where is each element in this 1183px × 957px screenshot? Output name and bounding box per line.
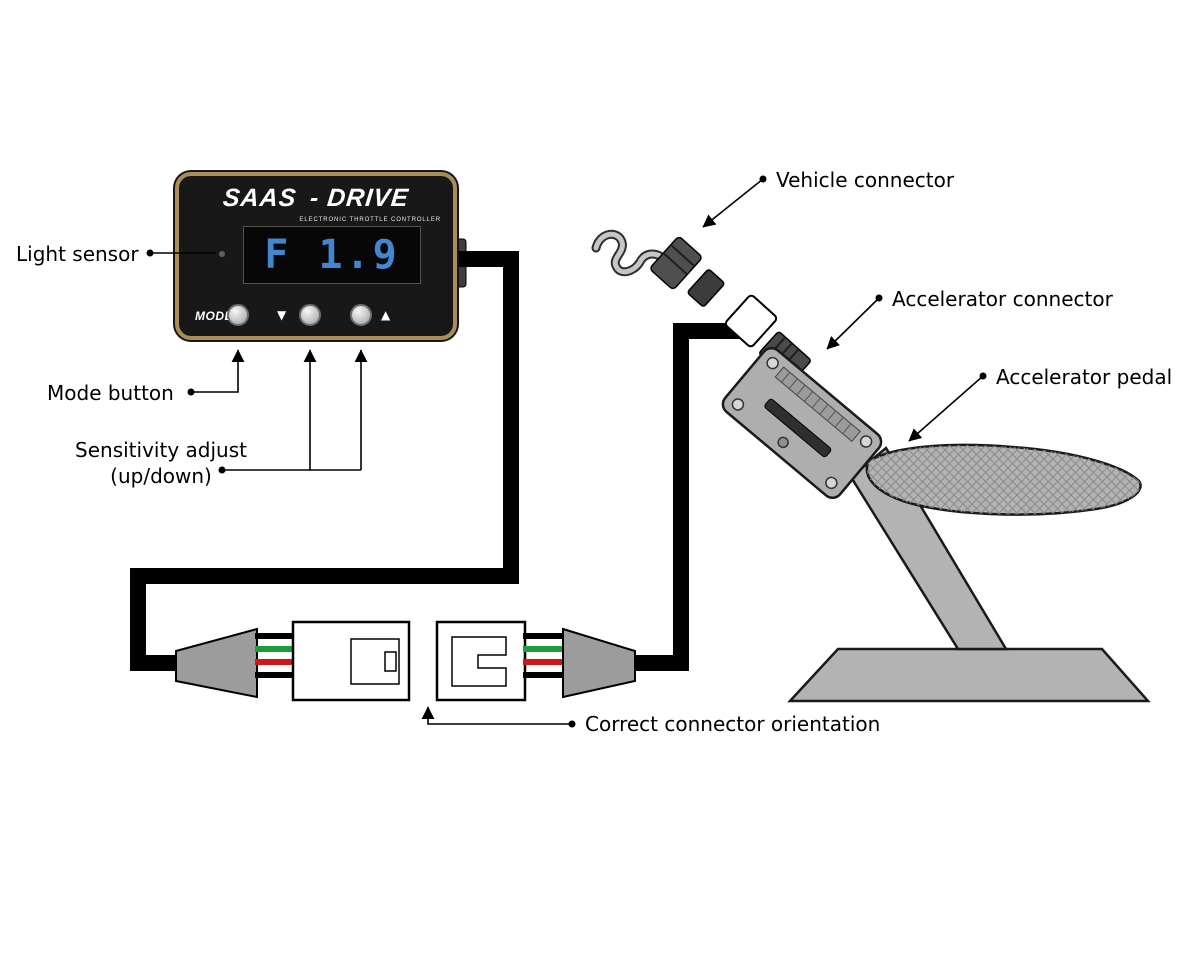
light-sensor-label: Light sensor <box>16 242 139 266</box>
mode-button-callout-label: Mode button <box>47 381 174 405</box>
vehicle-connector-tail <box>687 269 725 307</box>
pedal-base <box>787 647 1151 703</box>
mode-button-line <box>191 349 245 393</box>
accelerator-connector-label: Accelerator connector <box>892 287 1113 311</box>
left-harness-connector <box>175 620 411 702</box>
display-value: F 1.9 <box>264 232 400 278</box>
sensitivity-adjust-label: Sensitivity adjust (up/down) <box>58 437 264 489</box>
sensitivity-adjust-line2: (up/down) <box>110 464 212 488</box>
sensitivity-up-button <box>350 304 372 326</box>
left-wire-boot <box>175 627 258 699</box>
down-arrow-icon: ▼ <box>277 308 287 322</box>
mode-button <box>227 304 249 326</box>
left-wire-stripes <box>255 633 295 678</box>
main-cable <box>130 251 740 671</box>
right-wire-boot <box>562 627 636 699</box>
cable-right-run <box>630 323 740 671</box>
device-subtitle: ELECTRONIC THROTTLE CONTROLLER <box>299 217 441 223</box>
pedal-sensor-bracket <box>721 346 883 500</box>
led-display: F 1.9 <box>243 226 421 284</box>
accelerator-pedal-label: Accelerator pedal <box>996 365 1173 389</box>
left-plug-body <box>291 620 411 702</box>
vehicle-connector-label: Vehicle connector <box>776 168 955 192</box>
mode-button-label: MODE <box>195 309 233 323</box>
vehicle-line <box>702 178 764 228</box>
orientation-line <box>421 706 572 725</box>
vehicle-connector-plug <box>650 236 702 290</box>
throttle-controller-device: SAAS - DRIVE ELECTRONIC THROTTLE CONTROL… <box>175 172 457 340</box>
accelerator-pedal-line <box>908 375 984 442</box>
inline-white-connector <box>724 294 778 348</box>
up-arrow-icon: ▲ <box>381 308 391 322</box>
accelerator-connector-line <box>826 297 880 350</box>
sensitivity-adjust-line1: Sensitivity adjust <box>75 438 247 462</box>
correct-orientation-label: Correct connector orientation <box>585 712 881 736</box>
right-wire-stripes <box>523 633 563 678</box>
right-harness-connector <box>435 620 636 702</box>
sensitivity-down-button <box>299 304 321 326</box>
light-sensor <box>219 251 225 257</box>
accelerator-pedal-assembly <box>721 346 1151 703</box>
cable-left-run <box>130 251 519 671</box>
